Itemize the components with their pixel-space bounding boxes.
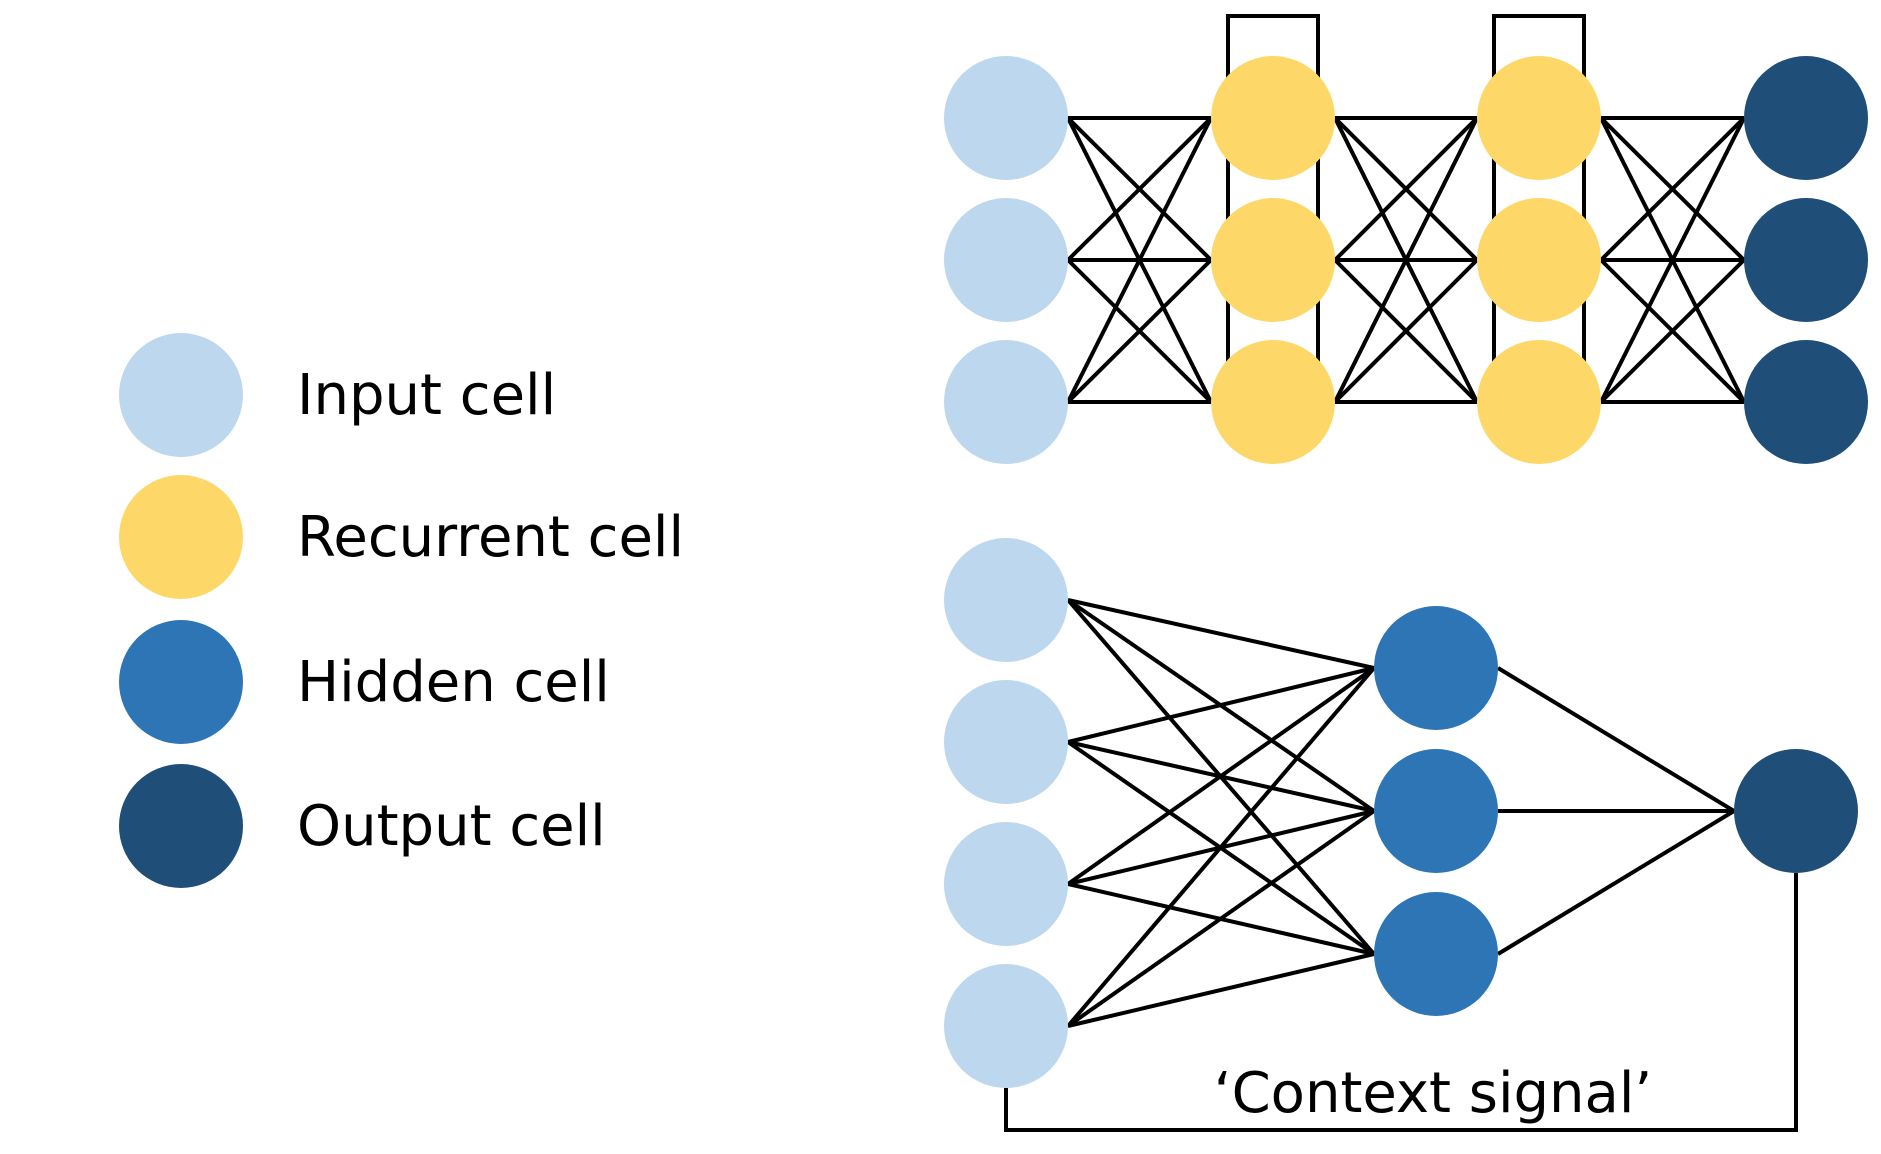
context-feedback-line bbox=[1004, 873, 1798, 1132]
top-network-nodes bbox=[944, 56, 1868, 464]
bottom-network-nodes bbox=[944, 538, 1858, 1088]
top-connection bbox=[1599, 116, 1746, 262]
bottom-connection bbox=[1066, 666, 1376, 886]
legend-output-swatch bbox=[119, 764, 243, 888]
top-connection bbox=[1333, 117, 1479, 403]
output-cell bbox=[1744, 198, 1868, 322]
hidden-cell bbox=[1374, 606, 1498, 730]
hidden-cell bbox=[1374, 749, 1498, 873]
recurrent-cell bbox=[1477, 340, 1601, 464]
input-cell bbox=[944, 680, 1068, 804]
legend-input-label: Input cell bbox=[297, 363, 556, 428]
legend-hidden-label: Hidden cell bbox=[297, 650, 610, 715]
input-cell bbox=[944, 822, 1068, 946]
recurrent-self-loop bbox=[1492, 14, 1586, 78]
hidden-cell bbox=[1374, 892, 1498, 1016]
legend-hidden-swatch bbox=[119, 620, 243, 744]
input-cell bbox=[944, 198, 1068, 322]
top-connection bbox=[1066, 116, 1213, 262]
recurrent-cell bbox=[1211, 340, 1335, 464]
top-connection bbox=[1333, 116, 1479, 262]
recurrent-self-loop bbox=[1226, 14, 1320, 78]
recurrent-cell bbox=[1211, 56, 1335, 180]
recurrent-cell bbox=[1477, 56, 1601, 180]
output-cell bbox=[1734, 749, 1858, 873]
output-cell bbox=[1744, 340, 1868, 464]
recurrent-cell bbox=[1477, 198, 1601, 322]
context-signal-label: ‘Context signal’ bbox=[1214, 1061, 1652, 1126]
bottom-connection bbox=[1067, 598, 1375, 670]
legend-output-label: Output cell bbox=[297, 794, 606, 859]
top-connection bbox=[1599, 258, 1746, 404]
input-cell bbox=[944, 340, 1068, 464]
legend-input-swatch bbox=[119, 333, 243, 457]
top-connection bbox=[1599, 117, 1746, 403]
legend: Input cell Recurrent cell Hidden cell Ou… bbox=[119, 333, 684, 888]
bottom-network-connections bbox=[1066, 598, 1736, 1028]
output-cell bbox=[1744, 56, 1868, 180]
input-cell bbox=[944, 56, 1068, 180]
input-cell bbox=[944, 964, 1068, 1088]
context-feedback-path bbox=[1004, 873, 1798, 1132]
top-network-connections bbox=[1066, 116, 1746, 404]
bottom-connection bbox=[1067, 666, 1375, 744]
legend-recurrent-label: Recurrent cell bbox=[297, 505, 684, 570]
legend-recurrent-swatch bbox=[119, 475, 243, 599]
bottom-connection bbox=[1496, 809, 1736, 956]
bottom-connection bbox=[1066, 809, 1376, 1028]
recurrent-cell bbox=[1211, 198, 1335, 322]
bottom-connection bbox=[1066, 666, 1376, 1028]
top-connection bbox=[1066, 258, 1213, 404]
bottom-connection bbox=[1496, 666, 1736, 813]
top-connection bbox=[1333, 258, 1479, 404]
bottom-connection bbox=[1067, 952, 1375, 1028]
input-cell bbox=[944, 538, 1068, 662]
top-connection bbox=[1066, 117, 1213, 403]
